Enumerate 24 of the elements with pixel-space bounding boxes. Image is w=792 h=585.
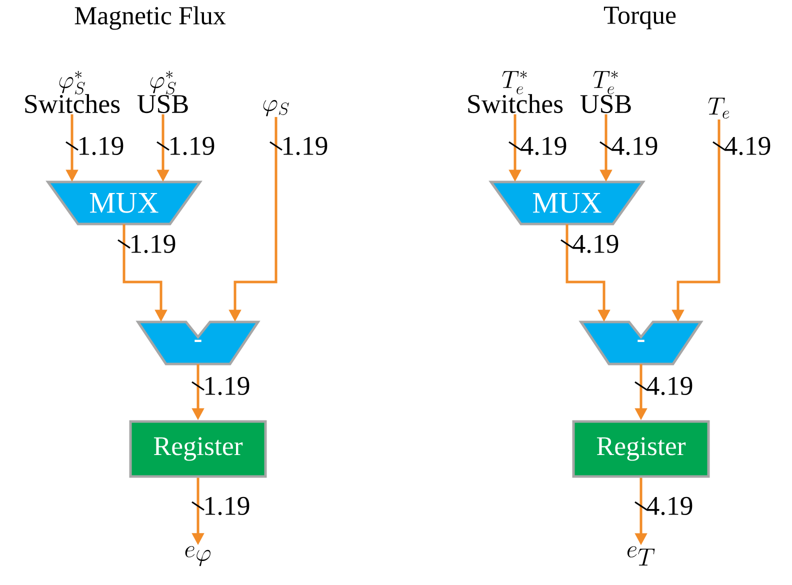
edge-label: 1.19 — [132, 234, 176, 254]
signal-label: $T_{e}$ — [708, 98, 730, 118]
register-box: Register — [572, 420, 710, 478]
edge-label: 4.19 — [572, 234, 618, 254]
signal-label: $\varphi^{*}_{S}$ Switches — [25, 70, 120, 114]
edge-label: 4.19 — [612, 136, 658, 156]
output-signal: $e_{T}$ — [627, 546, 655, 566]
signal-label: $T^{*}_{e}$ Switches — [468, 70, 563, 114]
edge-label: 1.19 — [206, 496, 250, 516]
panel-heading: Magnetic Flux — [74, 6, 226, 30]
edge-label: 1.19 — [206, 376, 250, 396]
edge-label: 1.19 — [170, 136, 214, 156]
register-box: Register — [129, 420, 267, 478]
edge-label: 4.19 — [724, 136, 770, 156]
edge-label: 4.19 — [646, 496, 692, 516]
edge-label: 1.19 — [80, 136, 124, 156]
signal-label: $\varphi_{S}$ — [263, 100, 289, 116]
output-signal: $e_{\varphi}$ — [185, 546, 210, 566]
signal-label: $T^{*}_{e}$ USB — [580, 70, 631, 114]
edge-label: 4.19 — [520, 136, 566, 156]
panel-heading: Torque — [604, 6, 676, 30]
edge-label: 1.19 — [284, 136, 328, 156]
signal-label: $\varphi^{*}_{S}$ USB — [137, 70, 188, 114]
edge-label: 4.19 — [646, 376, 692, 396]
